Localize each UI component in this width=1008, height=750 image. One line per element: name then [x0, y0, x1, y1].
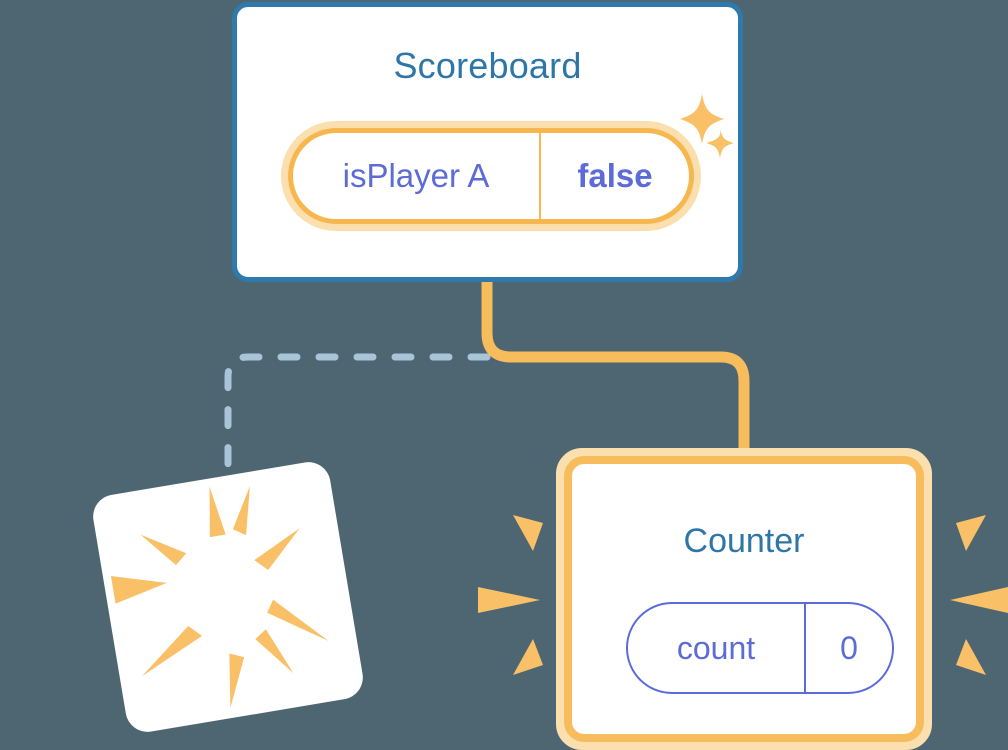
- scoreboard-pill-body[interactable]: isPlayer A false: [288, 128, 694, 224]
- flash-ray-w: [110, 576, 167, 604]
- flash-ray-sse: [255, 629, 294, 674]
- counter-title: Counter: [683, 522, 805, 560]
- burst-ray-right-middle: [950, 587, 1008, 613]
- counter-node[interactable]: Counter count 0: [556, 448, 932, 750]
- flash-square-rays: [110, 485, 329, 709]
- burst-ray-right-bottom: [956, 639, 986, 675]
- counter-node-body[interactable]: Counter count 0: [564, 456, 924, 742]
- solid-connector-path: [481, 274, 750, 462]
- flash-ray-nne: [232, 485, 250, 536]
- burst-ray-right-top: [956, 515, 986, 551]
- burst-ray-left-middle: [478, 587, 540, 613]
- flash-ray-ne: [254, 528, 300, 571]
- scoreboard-state-value: false: [577, 157, 653, 194]
- scoreboard-title: Scoreboard: [393, 45, 582, 86]
- scoreboard-node[interactable]: Scoreboard isPlayer A false: [232, 2, 743, 282]
- burst-ray-left-bottom: [513, 639, 543, 675]
- counter-state-key: count: [628, 604, 806, 692]
- scoreboard-state-pill[interactable]: isPlayer A false: [281, 121, 701, 231]
- flash-ray-s: [229, 653, 245, 709]
- counter-state-pill[interactable]: count 0: [626, 602, 894, 694]
- flash-ray-n: [209, 486, 226, 538]
- counter-state-value: 0: [840, 629, 858, 666]
- dashed-connector-path: [224, 353, 491, 482]
- flash-ray-sw: [141, 625, 203, 677]
- flash-ray-nw: [140, 534, 187, 566]
- scoreboard-state-key: isPlayer A: [293, 133, 541, 219]
- burst-ray-left-top: [513, 515, 543, 551]
- flash-ray-se: [267, 599, 329, 641]
